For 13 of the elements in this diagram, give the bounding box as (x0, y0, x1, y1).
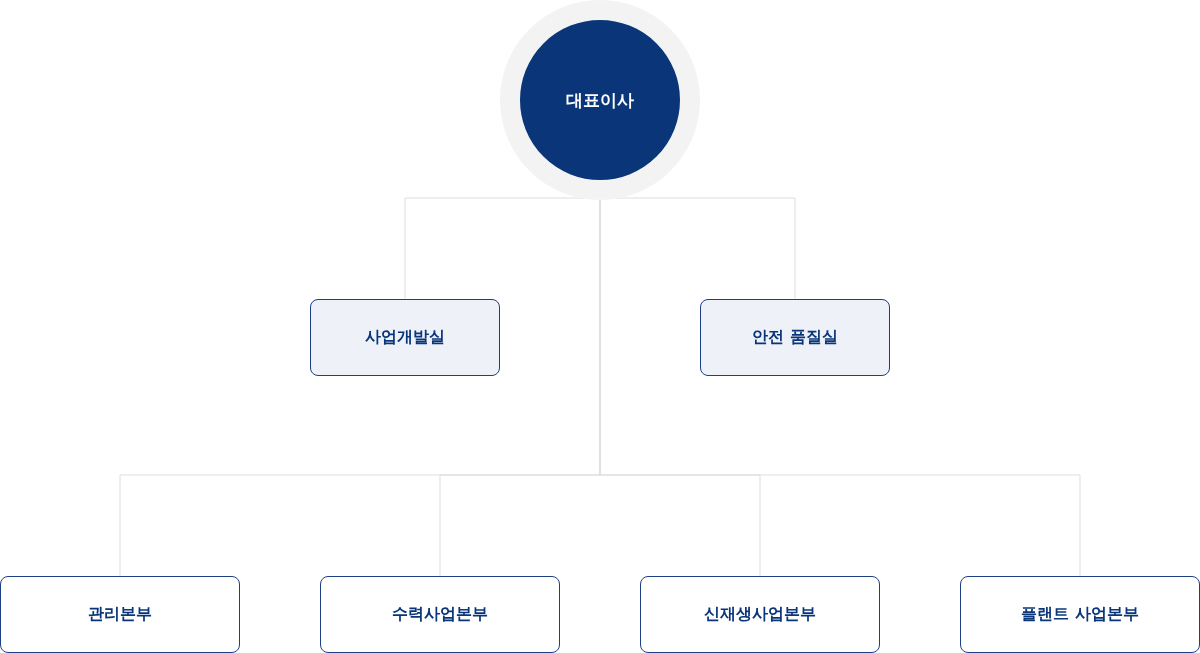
node-label: 안전 품질실 (752, 327, 838, 348)
division-box (960, 576, 1200, 653)
department-box (310, 299, 500, 376)
division-box (320, 576, 560, 653)
node-label: 수력사업본부 (392, 604, 488, 625)
node-label: 대표이사 (566, 88, 634, 112)
division-box (640, 576, 880, 653)
division-box (0, 576, 240, 653)
node-label: 관리본부 (88, 604, 152, 625)
node-label: 사업개발실 (365, 327, 445, 348)
node-label: 플랜트 사업본부 (1021, 604, 1139, 625)
node-label: 신재생사업본부 (704, 604, 816, 625)
department-box (700, 299, 890, 376)
